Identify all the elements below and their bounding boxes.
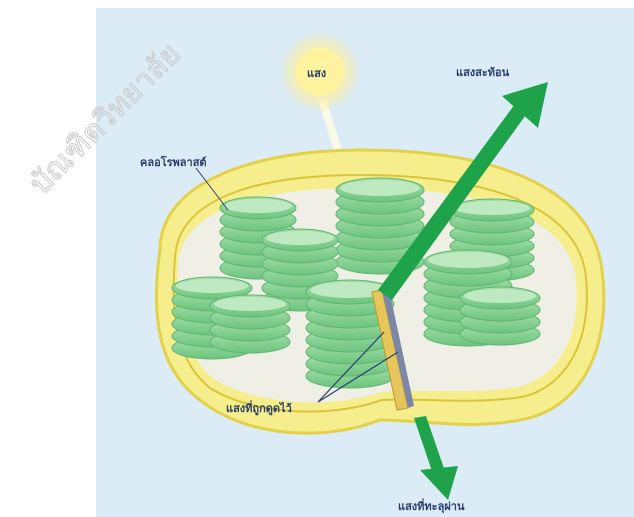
thylakoid-disc-top	[266, 231, 334, 245]
granum-stack	[460, 287, 540, 345]
label-chloroplast: คลอโรพลาสต์	[140, 155, 207, 169]
thylakoid-disc-top	[340, 180, 420, 196]
label-light: แสง	[307, 67, 326, 80]
thylakoid-disc-top	[176, 279, 248, 293]
thylakoid-disc-top	[214, 297, 286, 311]
thylakoid-disc-top	[224, 199, 292, 213]
label-reflected: แสงสะท้อน	[456, 66, 510, 79]
thylakoid-disc-top	[454, 201, 530, 215]
thylakoid-disc-top	[428, 252, 508, 268]
label-absorbed: แสงที่ถูกดูดไว้	[226, 400, 292, 416]
thylakoid-disc-top	[464, 289, 536, 303]
label-transmitted: แสงที่ทะลุผ่าน	[398, 498, 465, 514]
granum-stack	[210, 295, 290, 353]
